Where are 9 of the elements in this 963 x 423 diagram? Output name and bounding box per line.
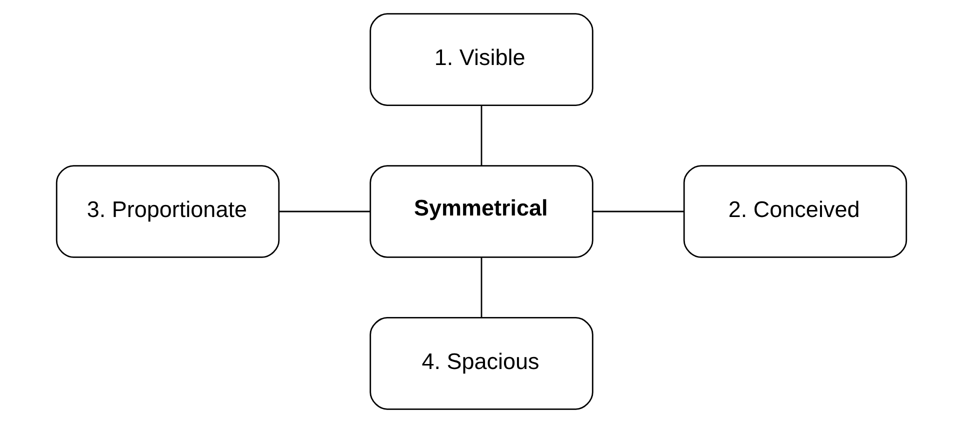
connector: [480, 257, 482, 318]
connector: [480, 105, 482, 166]
node-box: 3. Proportionate: [56, 165, 280, 258]
node-box: Symmetrical: [370, 165, 594, 258]
connector: [593, 210, 684, 212]
node-box: 1. Visible: [370, 13, 594, 106]
node-box: 2. Conceived: [683, 165, 908, 258]
node-box: 4. Spacious: [370, 317, 594, 410]
connector: [279, 210, 370, 212]
